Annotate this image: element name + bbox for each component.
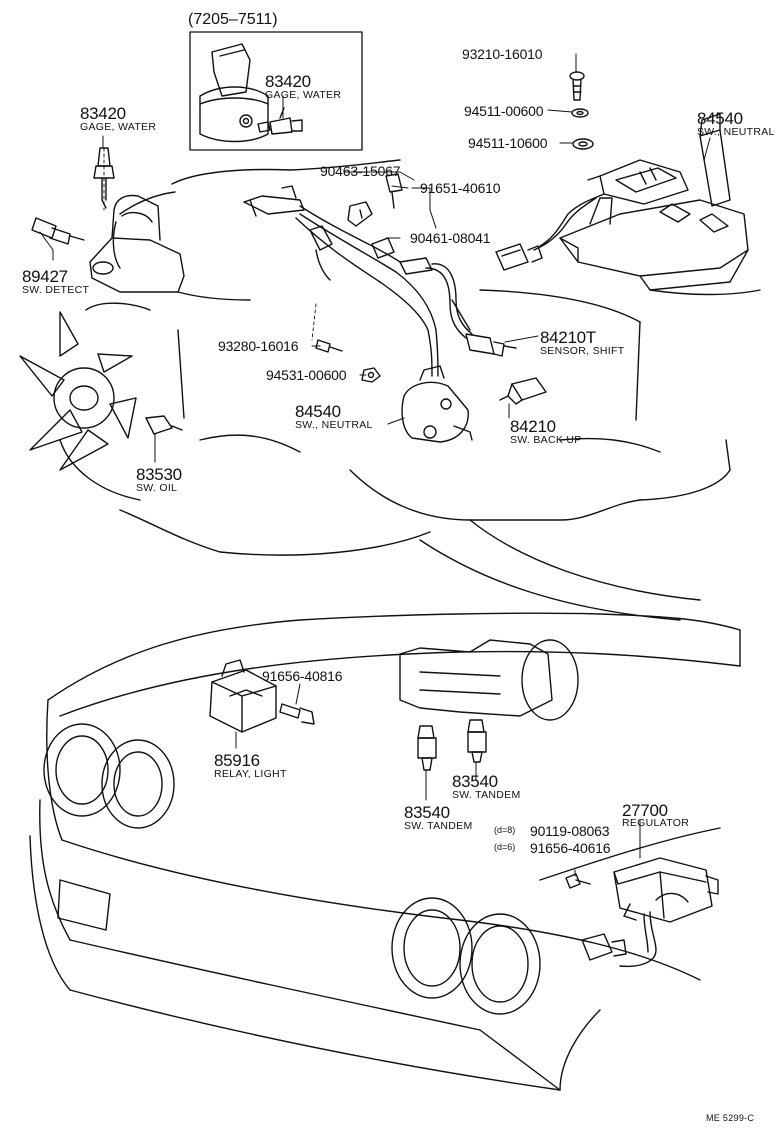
part-83420-inset-name: GAGE, WATER bbox=[265, 89, 342, 101]
part-91651-40610-number: 91651-40610 bbox=[420, 180, 501, 196]
inset-water-outlet-drawing bbox=[199, 43, 269, 143]
upper-neutral-switch-connector bbox=[495, 243, 543, 271]
part-83540-right-name: SW. TANDEM bbox=[452, 789, 521, 801]
regulator-drawing bbox=[613, 857, 719, 968]
shift-sensor-84210T-drawing bbox=[465, 333, 517, 357]
headlights-drawing bbox=[43, 723, 541, 1015]
part-83420-inset-number: 83420 bbox=[265, 72, 311, 91]
part-84210T-name: SENSOR, SHIFT bbox=[540, 345, 625, 357]
part-90461-08041-number: 90461-08041 bbox=[410, 230, 491, 246]
part-93210-16010-number: 93210-16010 bbox=[462, 46, 543, 62]
back-up-switch-drawing bbox=[499, 377, 547, 405]
oil-switch-83530-drawing bbox=[145, 415, 183, 435]
part-94511-00600-number: 94511-00600 bbox=[464, 103, 544, 119]
lower-neutral-switch-drawing bbox=[401, 365, 473, 443]
wiring-harness-drawing bbox=[243, 173, 473, 377]
dashed-reference-lines bbox=[103, 147, 317, 341]
part-83540-left-name: SW. TANDEM bbox=[404, 820, 473, 832]
part-83420-left-number: 83420 bbox=[80, 104, 126, 123]
inset-frame bbox=[189, 31, 363, 151]
inset-water-gage-sender-drawing bbox=[257, 107, 303, 135]
transmission-shift-assembly-drawing bbox=[533, 113, 761, 296]
part-91656-40816-number: 91656-40816 bbox=[262, 668, 343, 684]
part-83540-left-number: 83540 bbox=[404, 803, 450, 822]
bolt-93280-drawing bbox=[315, 339, 343, 353]
part-94511-10600-number: 94511-10600 bbox=[468, 135, 548, 151]
detect-switch-89427-drawing bbox=[31, 217, 85, 245]
part-84540-lower-name: SW., NEUTRAL bbox=[295, 419, 373, 431]
screw-90119-drawing bbox=[565, 873, 591, 889]
part-93280-16016-number: 93280-16016 bbox=[218, 338, 299, 354]
part-90119-qualifier: (d=8) bbox=[494, 825, 516, 835]
cooling-fan-drawing bbox=[19, 311, 137, 471]
inset-range-label: (7205–7511) bbox=[188, 11, 278, 28]
washer-94511-00600-drawing bbox=[571, 108, 589, 118]
part-89427-name: SW. DETECT bbox=[22, 284, 90, 296]
part-94531-00600-number: 94531-00600 bbox=[266, 367, 347, 383]
tandem-switch-left-drawing bbox=[417, 725, 437, 771]
part-83420-left-name: GAGE, WATER bbox=[80, 121, 157, 133]
part-84210-name: SW. BACK UP bbox=[510, 434, 582, 446]
regulator-connector-drawing bbox=[581, 933, 627, 961]
screw-93210-drawing bbox=[569, 71, 585, 101]
part-90119-08063-number: 90119-08063 bbox=[530, 823, 610, 839]
part-84540-lower-number: 84540 bbox=[295, 402, 341, 421]
brake-master-cylinder-drawing bbox=[399, 639, 579, 721]
part-84210-number: 84210 bbox=[510, 417, 556, 436]
part-84540-upper-number: 84540 bbox=[697, 109, 743, 128]
part-85916-name: RELAY, LIGHT bbox=[214, 768, 287, 780]
part-84210T-number: 84210T bbox=[540, 328, 596, 347]
part-83530-number: 83530 bbox=[136, 465, 182, 484]
part-91656-qualifier: (d=6) bbox=[494, 842, 516, 852]
light-relay-drawing bbox=[209, 659, 277, 733]
bolt-91656-40816-drawing bbox=[279, 703, 315, 725]
part-83540-right-number: 83540 bbox=[452, 772, 498, 791]
part-90463-15067-number: 90463-15067 bbox=[320, 163, 401, 179]
part-27700-number: 27700 bbox=[622, 801, 668, 820]
leader-lines bbox=[39, 53, 711, 877]
part-83530-name: SW. OIL bbox=[136, 482, 178, 494]
nut-94531-drawing bbox=[361, 367, 381, 383]
part-27700-name: REGULATOR bbox=[622, 817, 690, 829]
part-84540-upper-name: SW., NEUTRAL bbox=[697, 126, 775, 138]
part-91656-40616-number: 91656-40616 bbox=[530, 840, 611, 856]
washer-94511-10600-drawing bbox=[572, 138, 594, 150]
tandem-switch-right-drawing bbox=[467, 719, 487, 763]
engine-block-outline bbox=[59, 159, 731, 556]
part-89427-number: 89427 bbox=[22, 267, 68, 286]
part-85916-number: 85916 bbox=[214, 751, 260, 770]
reference-code: ME 5299-C bbox=[706, 1113, 755, 1123]
